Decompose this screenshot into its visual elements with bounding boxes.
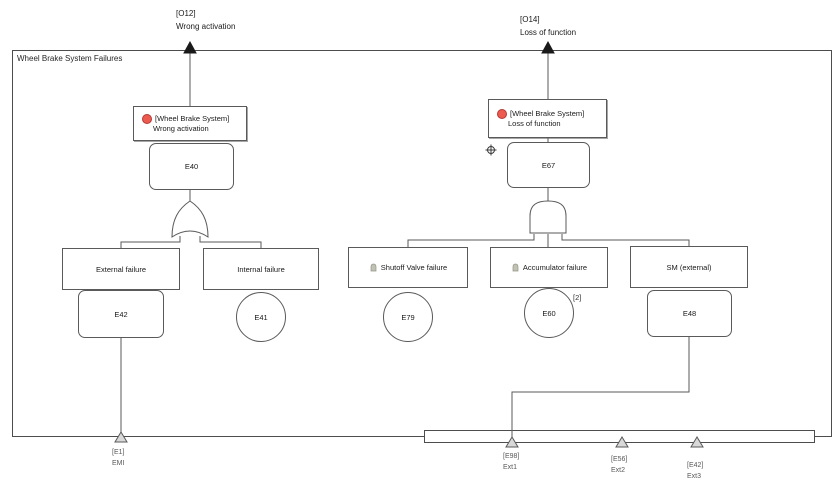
node-external-failure-label: External failure xyxy=(95,264,147,274)
node-external-failure[interactable]: External failure xyxy=(62,248,180,290)
transfer-emi-name: EMI xyxy=(112,460,125,467)
multiplicity-badge: [2] xyxy=(573,293,582,302)
transfer-ext1-id: [E98] xyxy=(503,453,520,460)
event-id-e67: E67 xyxy=(541,160,556,170)
transfer-triangle-ext1[interactable] xyxy=(505,436,519,448)
top-event-o14: [O14] Loss of function xyxy=(520,13,576,39)
event-box-e40[interactable]: E40 xyxy=(149,143,234,190)
event-box-e42[interactable]: E42 xyxy=(78,290,164,338)
transfer-emi-id: [E1] xyxy=(112,449,125,456)
linked-element-icon xyxy=(370,263,377,272)
top-event-o12-id: [O12] xyxy=(176,9,196,18)
event-id-e42: E42 xyxy=(114,309,128,319)
transfer-label-emi: [E1] EMI xyxy=(112,447,124,469)
failure-marker-icon xyxy=(497,108,507,119)
or-gate[interactable] xyxy=(171,200,209,238)
top-event-o14-name: Loss of function xyxy=(520,28,577,37)
node-accumulator-failure[interactable]: Accumulator failure xyxy=(490,247,608,288)
basic-event-circle-e79[interactable]: E79 xyxy=(383,292,433,342)
node-wrong-activation-line1: [Wheel Brake System] xyxy=(155,113,230,123)
linked-element-icon xyxy=(512,263,519,272)
failure-marker-icon xyxy=(142,113,152,124)
transfer-label-ext3: [E42] Ext3 xyxy=(687,460,703,482)
event-id-e40: E40 xyxy=(184,162,199,171)
event-id-e60: E60 xyxy=(542,308,556,318)
node-internal-failure[interactable]: Internal failure xyxy=(203,248,319,290)
node-sm-external[interactable]: SM (external) xyxy=(630,246,748,288)
node-loss-of-function-line1: [Wheel Brake System] xyxy=(510,108,585,118)
event-box-e48[interactable]: E48 xyxy=(647,290,732,337)
top-event-o12-name: Wrong activation xyxy=(176,22,236,31)
event-id-e48: E48 xyxy=(682,309,697,318)
event-id-e79: E79 xyxy=(401,312,415,322)
transfer-label-ext2: [E56] Ext2 xyxy=(611,454,627,476)
transfer-ext3-id: [E42] xyxy=(687,462,704,469)
and-gate[interactable] xyxy=(529,200,567,234)
node-loss-of-function[interactable]: [Wheel Brake System] Loss of function xyxy=(488,99,607,138)
transfer-triangle-ext3[interactable] xyxy=(690,436,704,448)
node-shutoff-valve-failure[interactable]: Shutoff Valve failure xyxy=(348,247,468,288)
node-internal-failure-label: Internal failure xyxy=(237,264,285,274)
node-loss-of-function-line2: Loss of function xyxy=(508,118,561,128)
transfer-ext2-id: [E56] xyxy=(611,456,628,463)
event-box-e67[interactable]: E67 xyxy=(507,142,590,188)
system-boundary-title: Wheel Brake System Failures xyxy=(17,54,123,63)
node-shutoff-valve-failure-label: Shutoff Valve failure xyxy=(380,263,448,272)
transfer-ext2-name: Ext2 xyxy=(611,467,626,474)
node-wrong-activation-line2: Wrong activation xyxy=(153,123,209,133)
basic-event-circle-e41[interactable]: E41 xyxy=(236,292,286,342)
top-event-o14-id: [O14] xyxy=(520,15,540,24)
node-accumulator-failure-label: Accumulator failure xyxy=(522,263,588,272)
transfer-ext3-name: Ext3 xyxy=(687,473,702,480)
transfer-triangle-ext2[interactable] xyxy=(615,436,629,448)
event-id-e41: E41 xyxy=(254,312,268,322)
transfer-triangle-emi[interactable] xyxy=(114,431,128,443)
node-sm-external-label: SM (external) xyxy=(666,262,712,272)
transfer-ext1-name: Ext1 xyxy=(503,464,518,471)
node-wrong-activation[interactable]: [Wheel Brake System] Wrong activation xyxy=(133,106,247,141)
top-event-o12: [O12] Wrong activation xyxy=(176,7,235,33)
basic-event-circle-e60[interactable]: E60 xyxy=(524,288,574,338)
transfer-label-ext1: [E98] Ext1 xyxy=(503,451,519,473)
